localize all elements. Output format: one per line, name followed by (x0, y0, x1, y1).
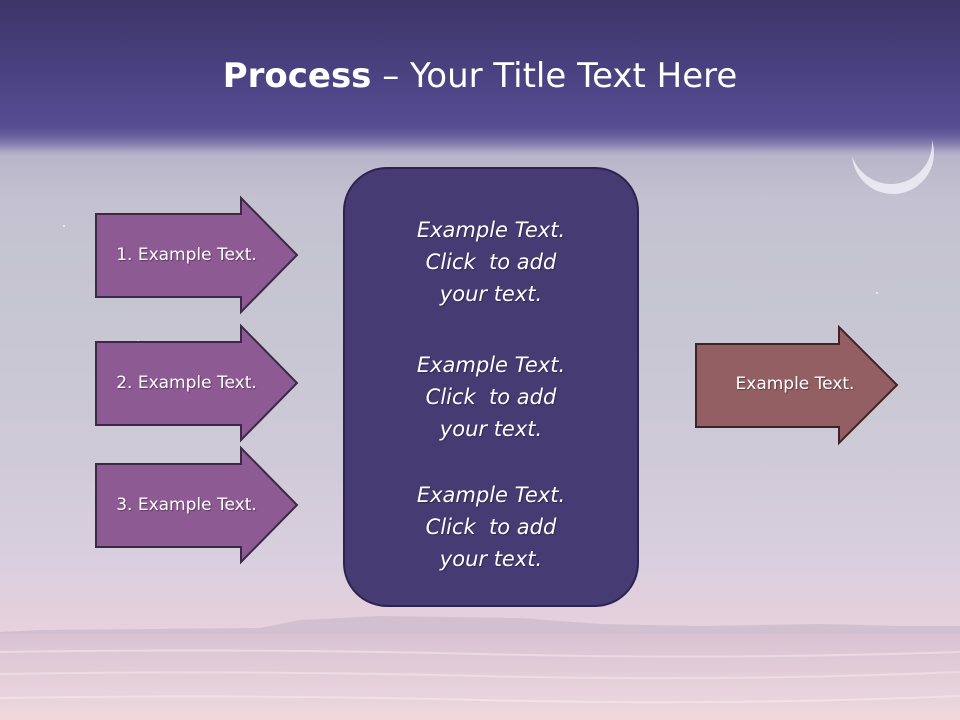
process-arrow-1[interactable]: 1. Example Text. (95, 195, 299, 315)
center-text-block-2: Example Text. Click to add your text. (345, 349, 637, 445)
process-arrow-label: 1. Example Text. (116, 245, 257, 265)
process-arrow-label: 3. Example Text. (116, 495, 257, 515)
center-text-line: Click to add (425, 385, 557, 409)
process-arrow-label: 2. Example Text. (116, 373, 257, 393)
center-text-line: your text. (439, 417, 543, 441)
star-dot (63, 225, 65, 227)
result-arrow[interactable]: Example Text. (695, 324, 899, 446)
center-text-line: Example Text. (416, 218, 566, 242)
right-arrow-icon (95, 323, 299, 443)
right-arrow-icon (95, 445, 299, 565)
process-arrow-2[interactable]: 2. Example Text. (95, 323, 299, 443)
center-text-line: Click to add (425, 515, 557, 539)
center-text-line: your text. (439, 282, 543, 306)
result-arrow-label: Example Text. (735, 374, 855, 394)
title-rest: – Your Title Text Here (371, 56, 738, 96)
right-arrow-icon (695, 324, 899, 446)
center-text-block-1: Example Text. Click to add your text. (345, 214, 637, 310)
slide-title[interactable]: Process – Your Title Text Here (0, 54, 960, 98)
center-text-line: Click to add (425, 250, 557, 274)
title-band (0, 0, 960, 156)
center-text-line: your text. (439, 547, 543, 571)
center-text-line: Example Text. (416, 483, 566, 507)
title-bold: Process (222, 56, 372, 96)
process-arrow-3[interactable]: 3. Example Text. (95, 445, 299, 565)
center-text-line: Example Text. (416, 353, 566, 377)
center-text-box[interactable]: Example Text. Click to add your text. Ex… (343, 167, 639, 607)
center-text-block-3: Example Text. Click to add your text. (345, 479, 637, 575)
crescent-moon-image (852, 112, 934, 194)
right-arrow-icon (95, 195, 299, 315)
star-dot (876, 292, 878, 294)
sea-horizon-image (0, 616, 960, 720)
